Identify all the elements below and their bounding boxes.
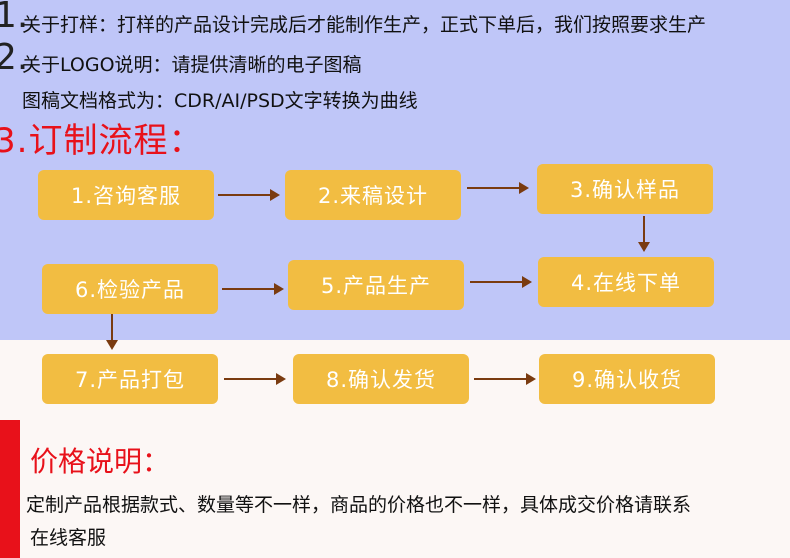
step-receive: 9.确认收货: [539, 354, 715, 404]
arrow-1-2: [218, 189, 280, 201]
intro-number-1: 1.: [0, 0, 29, 36]
process-title: 3.订制流程：: [0, 121, 204, 161]
step-consult: 1.咨询客服: [38, 170, 214, 220]
price-accent-bar: [0, 420, 20, 558]
intro-logo-text: 关于LOGO说明：请提供清晰的电子图稿: [22, 54, 362, 76]
step-order-online: 4.在线下单: [538, 257, 714, 307]
price-title: 价格说明：: [30, 445, 171, 478]
arrow-6-7: [106, 314, 118, 350]
arrow-7-8: [224, 373, 286, 385]
price-description-line1: 定制产品根据款式、数量等不一样，商品的价格也不一样，具体成交价格请联系: [26, 494, 692, 516]
arrow-4-5: [470, 276, 532, 288]
intro-sampling-text: 关于打样：打样的产品设计完成后才能制作生产，正式下单后，我们按照要求生产: [22, 14, 707, 36]
step-confirm-sample: 3.确认样品: [537, 164, 713, 214]
arrow-3-4: [638, 216, 650, 252]
step-ship: 8.确认发货: [293, 354, 469, 404]
arrow-5-6: [222, 283, 284, 295]
arrow-8-9: [474, 373, 536, 385]
step-packing: 7.产品打包: [42, 354, 218, 404]
arrow-2-3: [467, 182, 529, 194]
price-description-line2: 在线客服: [30, 527, 107, 549]
step-production: 5.产品生产: [288, 260, 464, 310]
step-inspect: 6.检验产品: [42, 264, 218, 314]
step-design: 2.来稿设计: [285, 170, 461, 220]
intro-number-2: 2.: [0, 37, 29, 78]
intro-format-text: 图稿文档格式为：CDR/AI/PSD文字转换为曲线: [22, 90, 418, 112]
